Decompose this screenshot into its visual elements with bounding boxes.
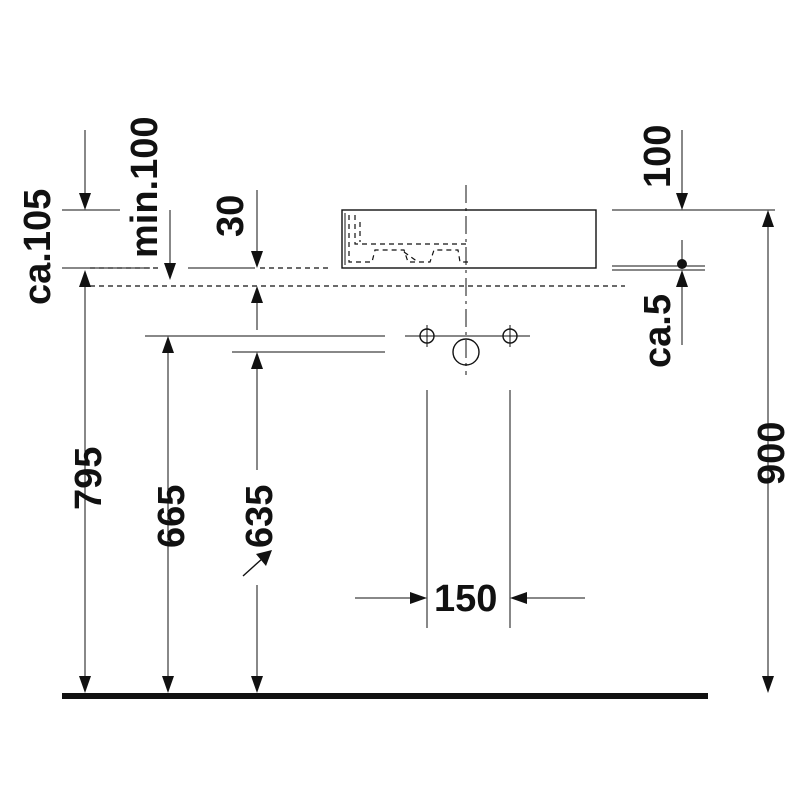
dim-635-arrow-bottom <box>251 676 263 693</box>
dim-ca5-arrow <box>676 270 688 287</box>
dim-635-arrow-top <box>251 352 263 369</box>
label-635: 635 <box>239 485 281 548</box>
label-900: 900 <box>751 422 793 485</box>
label-ca105: ca.105 <box>17 189 59 305</box>
dim-min100-arrow <box>164 263 176 280</box>
dim-100-arrow <box>676 193 688 210</box>
tap-hole-left <box>419 325 435 347</box>
waste-outlet <box>452 338 480 366</box>
dim-665-arrow-top <box>162 336 174 353</box>
label-795: 795 <box>68 447 110 510</box>
dim-150-left-arrow <box>410 592 427 604</box>
dim-30-arrow <box>251 251 263 268</box>
dim-900-arrow-top <box>762 210 774 227</box>
dim-900-arrow-bottom <box>762 676 774 693</box>
label-ca5: ca.5 <box>637 294 679 368</box>
label-30: 30 <box>210 195 252 237</box>
pointer-arrow-icon <box>242 550 272 577</box>
dim-150-right-arrow <box>510 592 527 604</box>
label-665: 665 <box>151 485 193 548</box>
label-150: 150 <box>434 578 497 620</box>
dim-ca105-arrow <box>79 193 91 210</box>
tap-hole-right <box>502 325 518 347</box>
dim-795-arrow-bottom <box>79 676 91 693</box>
dim-ca5-dot <box>677 259 687 269</box>
dim-795-arrow-top <box>79 270 91 287</box>
label-100: 100 <box>637 125 679 188</box>
dim-665-arrow-bottom <box>162 676 174 693</box>
connection-lines <box>145 335 530 353</box>
dim-30-lower-arrow <box>251 286 263 303</box>
label-min100: min.100 <box>124 116 166 258</box>
floor-line <box>62 693 708 699</box>
basin-outline <box>341 209 597 269</box>
